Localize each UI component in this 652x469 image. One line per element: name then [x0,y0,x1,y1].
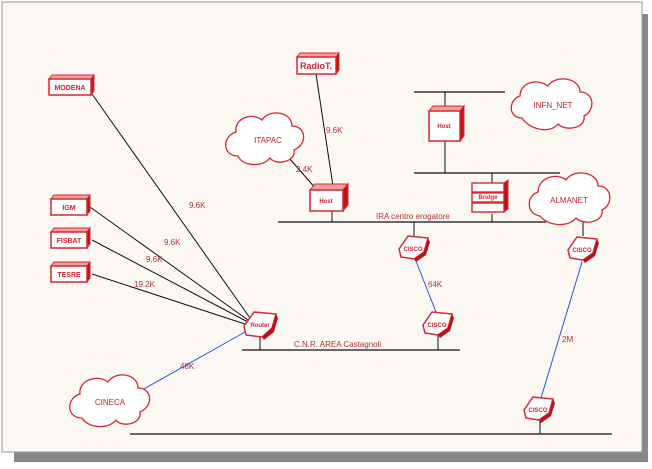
site-label-tesre: TESRE [57,272,81,279]
cloud-infn: INFN_NET [510,78,593,131]
bridge-device: Bridge [471,179,509,213]
site-label-fisbat: FISBAT [57,238,82,245]
speed-label-cineca: 48K [180,362,195,371]
cloud-cineca: CINECA [69,374,151,428]
speed-label-igm: 9.6K [164,238,181,247]
cisco-label-ira: CISCO [403,247,422,253]
cisco-label-bottom: CISCO [528,408,547,414]
link-tesre-router [91,273,249,326]
cloud-label-cineca: CINECA [95,398,126,407]
fast-links [141,255,583,399]
link-almanet-cisco [540,261,583,399]
host-infn: Host [427,104,466,143]
site-radiot: RadioT. [296,51,340,76]
link-fisbat-router [91,239,249,323]
bridge-label: Bridge [478,195,498,201]
site-modena: MODENA [48,73,95,97]
network-label-ira: IRA centro erogatore [376,212,450,221]
cloud-label-almanet: ALMANET [550,196,588,205]
site-tesre: TESRE [50,260,91,284]
link-cisco-cisco [413,255,437,313]
cisco-almanet: CISCO [567,236,599,263]
cloud-label-infn: INFN_NET [533,101,572,110]
cisco-label-cnr: CISCO [427,323,446,329]
cisco-label-almanet: CISCO [572,248,591,254]
speed-label-almanet: 2M [562,335,573,344]
site-fisbat: FISBAT [50,226,91,250]
cloud-almanet: ALMANET [528,172,611,226]
host-label-ira: Host [319,199,332,205]
speed-label-tesre: 19.2K [134,280,156,289]
speed-label-modena: 9.6K [189,201,206,210]
router-label: Router [250,323,270,329]
cloud-label-itapac: ITAPAC [254,136,282,145]
cisco-bottom: CISCO [523,396,555,423]
site-label-igm: IGM [62,205,75,212]
cisco-ira: CISCO [398,235,430,262]
speed-label-fisbat: 9.6K [146,255,163,264]
paper [1,1,643,453]
link-cineca-router [141,331,246,391]
network-label-cnr: C.N.R. AREA Castagnoli [294,340,381,349]
router-device: Router [243,311,278,340]
site-label-radiot: RadioT. [300,61,332,71]
host-label-infn: Host [437,124,450,130]
cisco-cnr: CISCO [422,311,454,338]
site-igm: IGM [50,193,91,217]
speed-label-cisco: 64K [428,280,443,289]
link-modena-router [91,93,251,319]
speed-label-radiot: 9.6K [326,126,343,135]
speed-label-itapac: 2.4K [296,165,313,174]
cloud-itapac: ITAPAC [225,112,305,166]
site-label-modena: MODENA [54,85,85,92]
host-ira: Host [308,182,350,213]
link-igm-router [89,206,249,321]
link-radiot-host [315,73,334,187]
